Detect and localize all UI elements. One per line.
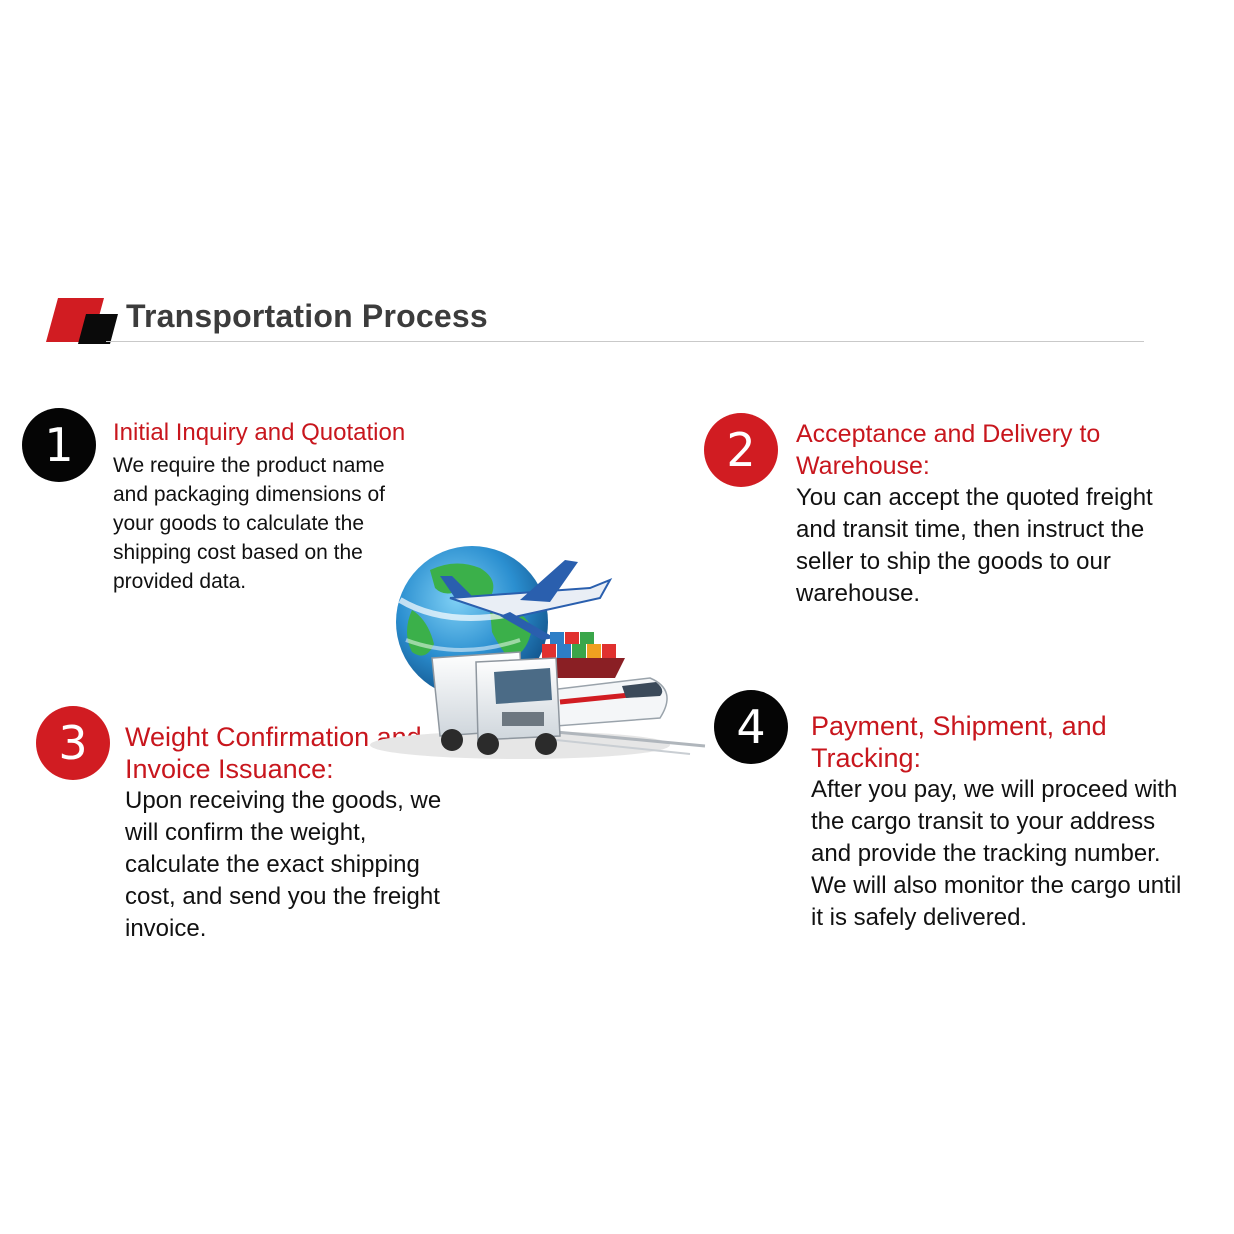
step-description: After you pay, we will proceed with the … <box>811 774 1181 934</box>
step-description-line: calculate the exact shipping <box>125 851 420 878</box>
page-title: Transportation Process <box>126 298 488 334</box>
step-description-line: Upon receiving the goods, we <box>125 787 442 814</box>
step-description: You can accept the quoted freight and tr… <box>796 482 1153 610</box>
step-number-badge: 2 <box>704 413 778 487</box>
step-title-line: Payment, Shipment, and <box>811 711 1107 741</box>
section-header: Transportation Process <box>46 292 1144 344</box>
step-description-line: it is safely delivered. <box>811 904 1028 931</box>
step-description: Upon receiving the goods, we will confir… <box>125 785 441 945</box>
step-description-line: invoice. <box>125 915 207 942</box>
step-description-line: We will also monitor the cargo until <box>811 872 1182 899</box>
logistics-illustration <box>370 546 706 759</box>
header-logo-icon <box>46 298 118 344</box>
step-description-line: You can accept the quoted freight <box>796 484 1153 511</box>
step-description-line: provided data. <box>113 570 247 593</box>
step-number-badge: 1 <box>22 408 96 482</box>
step-title: Acceptance and Delivery to Warehouse: <box>796 418 1100 482</box>
step-title: Initial Inquiry and Quotation <box>113 418 405 448</box>
step-description: We require the product name and packagin… <box>113 451 385 596</box>
step-description-line: will confirm the weight, <box>125 819 367 846</box>
step-description-line: and packaging dimensions of <box>113 483 386 506</box>
step-title-line: Warehouse: <box>796 452 930 480</box>
step-description-line: your goods to calculate the <box>113 512 364 535</box>
step-number-badge: 4 <box>714 690 788 764</box>
step-description-line: We require the product name <box>113 454 385 477</box>
airplane-icon <box>440 560 613 640</box>
step-title-line: Tracking: <box>811 743 922 773</box>
header-divider <box>106 341 1144 342</box>
step-number-badge: 3 <box>36 706 110 780</box>
step-description-line: shipping cost based on the <box>113 541 363 564</box>
step-title: Payment, Shipment, and Tracking: <box>811 710 1107 774</box>
step-description-line: and transit time, then instruct the <box>796 516 1145 543</box>
truck-icon <box>431 651 561 755</box>
step-title-line: Invoice Issuance: <box>125 754 334 784</box>
step-title-line: Initial Inquiry and Quotation <box>113 419 406 446</box>
step-description-line: cost, and send you the freight <box>125 883 440 910</box>
step-description-line: After you pay, we will proceed with <box>811 776 1178 803</box>
train-icon <box>549 677 706 755</box>
step-description-line: and provide the tracking number. <box>811 840 1161 867</box>
step-title-line: Acceptance and Delivery to <box>796 420 1101 448</box>
step-description-line: the cargo transit to your address <box>811 808 1156 835</box>
step-description-line: warehouse. <box>796 580 921 607</box>
step-description-line: seller to ship the goods to our <box>796 548 1111 575</box>
